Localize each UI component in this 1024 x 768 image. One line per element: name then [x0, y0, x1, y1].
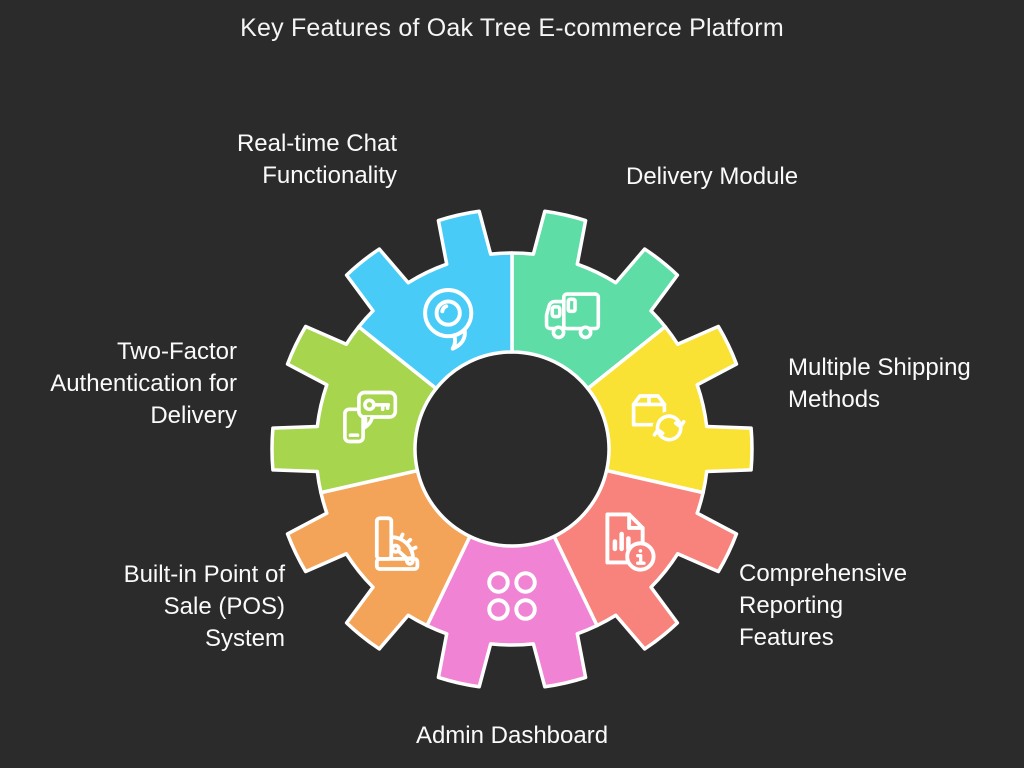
label-delivery-module: Delivery Module: [626, 163, 799, 190]
page-title: Key Features of Oak Tree E-commerce Plat…: [240, 14, 784, 42]
label-two-factor-authentication: Two-Factor Authentication for Delivery: [50, 338, 237, 429]
label-admin-dashboard: Admin Dashboard: [415, 722, 609, 749]
label-multiple-shipping-methods: Multiple Shipping Methods: [788, 354, 971, 413]
label-built-in-pos-system: Built-in Point of Sale (POS) System: [123, 561, 285, 652]
gear-segment-delivery-module: [510, 209, 680, 391]
gear-segment-admin-dashboard: [425, 534, 599, 689]
label-real-time-chat: Real-time Chat Functionality: [236, 130, 397, 189]
label-comprehensive-reporting-features: Comprehensive Reporting Features: [739, 560, 908, 651]
gear-segment-multiple-shipping-methods: [586, 324, 754, 495]
